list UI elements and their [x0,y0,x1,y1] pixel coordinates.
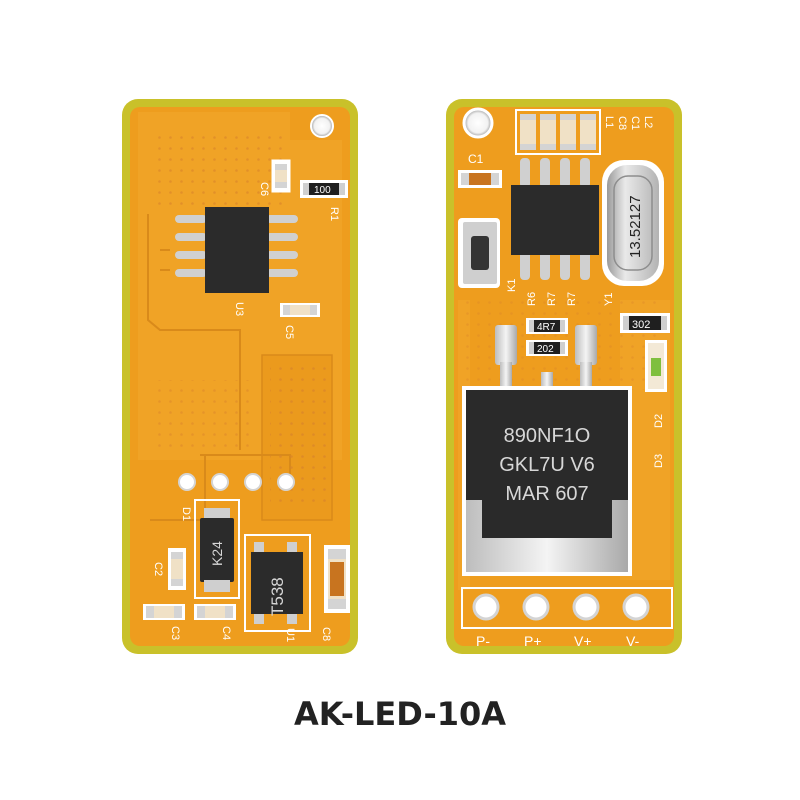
u1-marking: T538 [268,577,287,616]
label-k1: K1 [506,279,518,292]
mounting-hole [310,114,334,138]
label-r6: R6 [526,292,538,306]
u1-sot-chip: T538 [244,534,311,632]
right-pcb-board: L1 C8 C1 L2 C1 K1 R6 R7 R7 [446,99,682,654]
product-caption: AK-LED-10A [293,695,507,733]
mosfet-line1: 890NF1O [504,425,591,447]
header-hole [244,473,262,491]
label-u3: U3 [233,302,245,316]
crystal-oscillator-y1: 13.52127 [602,160,664,286]
label-r7b: R7 [566,292,578,306]
label-c4: C4 [220,626,232,640]
label-c1-top: C1 [629,116,641,130]
label-l1: L1 [603,116,615,128]
d1-marking: K24 [209,541,225,566]
label-c5: C5 [283,325,295,339]
label-d1: D1 [180,507,192,521]
pad-p-plus [522,593,550,621]
label-y1: Y1 [603,293,615,306]
label-v-minus: V- [626,633,640,649]
label-c6: C6 [258,182,270,196]
label-l2: L2 [642,116,654,128]
crystal-marking: 13.52127 [627,195,644,258]
r202-value: 202 [537,344,554,355]
r1-value: 100 [314,185,331,196]
push-button-k1 [458,218,500,288]
label-c3: C3 [169,626,181,640]
label-d3: D3 [653,454,665,468]
mounting-hole [462,107,494,139]
label-d2: D2 [653,414,665,428]
u3-soic-chip [175,207,298,293]
pad-v-minus [622,593,650,621]
mcu-soic-chip [511,158,599,280]
header-hole [178,473,196,491]
r302-value: 302 [632,319,650,331]
d1-diode: K24 [194,499,240,599]
r4r7-value: 4R7 [537,322,556,333]
label-c8-right: C8 [616,116,628,130]
mosfet-line3: MAR 607 [505,483,588,505]
label-c8-left: C8 [320,627,332,641]
label-r1: R1 [328,207,340,221]
left-pcb-board: C6 100 R1 U3 C5 [122,99,358,654]
pad-p-minus [472,593,500,621]
label-c2: C2 [152,562,164,576]
label-u1: U1 [284,628,296,642]
label-p-plus: P+ [524,633,542,649]
mosfet-to263: 890NF1O GKL7U V6 MAR 607 [462,325,632,576]
label-v-plus: V+ [574,633,592,649]
label-p-minus: P- [476,633,490,649]
mosfet-line2: GKL7U V6 [499,454,595,476]
header-hole [277,473,295,491]
label-r7: R7 [546,292,558,306]
header-hole [211,473,229,491]
label-c1: C1 [468,152,484,166]
pad-v-plus [572,593,600,621]
